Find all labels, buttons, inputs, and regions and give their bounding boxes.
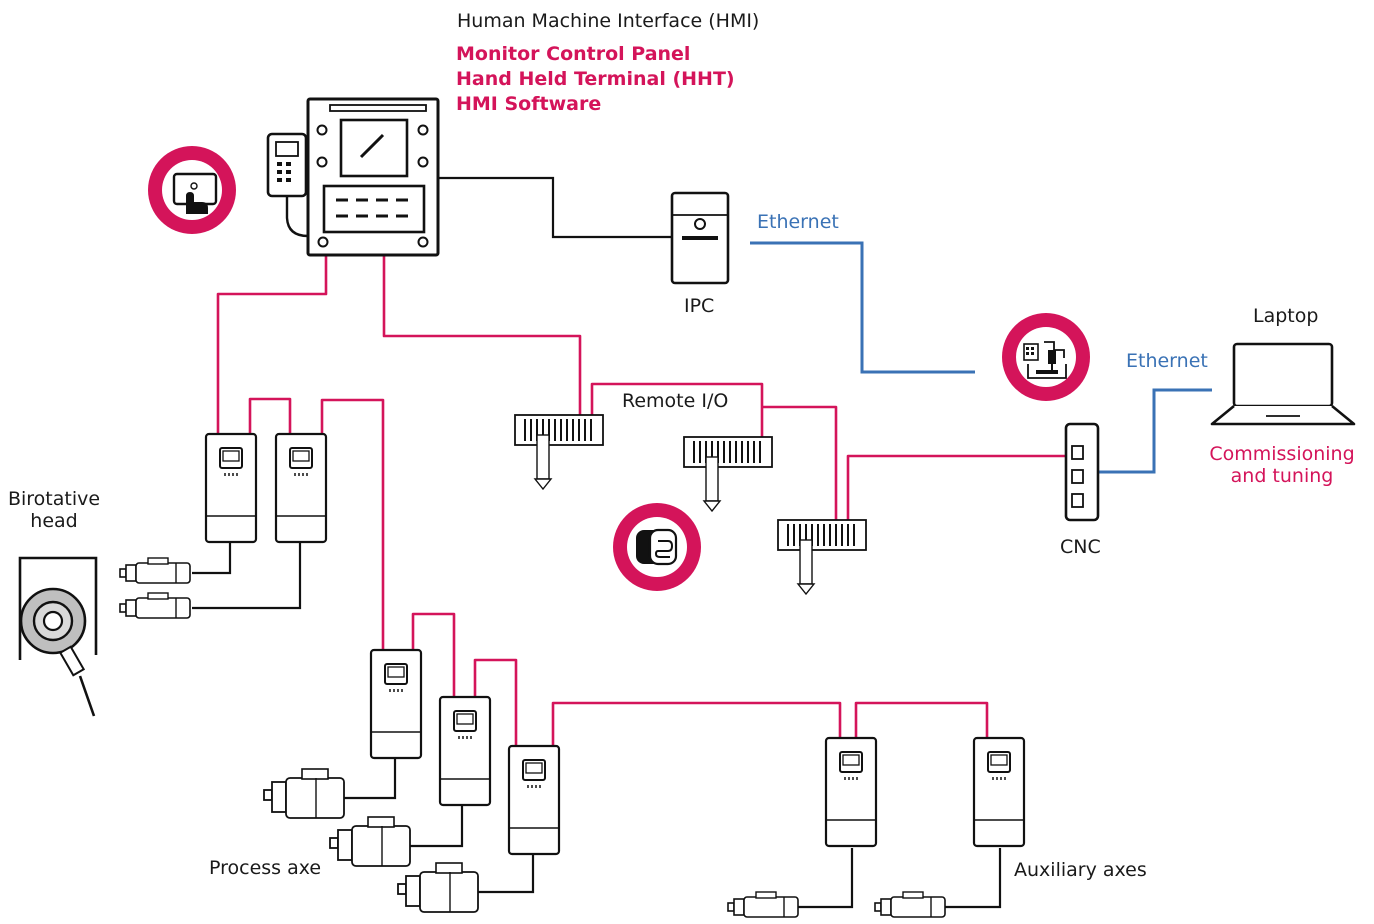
servo-drive-7 xyxy=(972,736,1026,848)
auxiliary-motor-1 xyxy=(727,891,799,918)
hmi-panel xyxy=(306,97,440,257)
commissioning-line-1: Commissioning xyxy=(1209,443,1355,465)
remote-io-module-1 xyxy=(514,414,604,490)
hmi-item-monitor-control-panel: Monitor Control Panel xyxy=(456,43,691,65)
cnc-label: CNC xyxy=(1060,536,1101,558)
cnc-machine-icon xyxy=(1002,313,1090,401)
birotative-line-2: head xyxy=(30,510,78,532)
process-motor-2 xyxy=(329,816,411,867)
laptop-label: Laptop xyxy=(1253,305,1319,327)
ethernet-label-ipc: Ethernet xyxy=(757,211,839,233)
remote-io-module-2 xyxy=(683,436,773,512)
touchscreen-icon xyxy=(148,146,236,234)
ipc-computer xyxy=(670,191,730,285)
fieldbus-wiring xyxy=(216,255,1070,746)
hmi-item-hand-held-terminal: Hand Held Terminal (HHT) xyxy=(456,68,735,90)
servo-drive-1 xyxy=(204,432,258,544)
servo-motor-2 xyxy=(119,592,191,619)
process-motor-1 xyxy=(263,768,345,819)
ethernet-label-laptop: Ethernet xyxy=(1126,350,1208,372)
laptop xyxy=(1210,342,1356,426)
servo-motor-1 xyxy=(119,557,191,584)
ethernet-wiring xyxy=(750,241,1212,474)
servo-drive-3 xyxy=(369,648,423,760)
hand-held-terminal xyxy=(266,132,309,238)
commissioning-label: Commissioning and tuning xyxy=(1206,443,1358,487)
birotative-head xyxy=(18,556,98,717)
cnc-controller xyxy=(1064,422,1100,522)
hmi-title: Human Machine Interface (HMI) xyxy=(457,10,760,32)
hmi-item-hmi-software: HMI Software xyxy=(456,93,602,115)
auxiliary-motor-2 xyxy=(874,891,946,918)
ipc-label: IPC xyxy=(684,295,715,317)
commissioning-line-2: and tuning xyxy=(1230,465,1334,487)
birotative-head-label: Birotative head xyxy=(4,488,104,532)
servo-drive-6 xyxy=(824,736,878,848)
remote-io-label: Remote I/O xyxy=(622,390,729,412)
process-motor-3 xyxy=(397,862,479,913)
motor-cables xyxy=(192,176,1002,909)
auxiliary-axes-label: Auxiliary axes xyxy=(1014,859,1147,881)
birotative-line-1: Birotative xyxy=(7,488,101,510)
process-axe-label: Process axe xyxy=(209,857,322,879)
software-icon xyxy=(613,503,701,591)
servo-drive-4 xyxy=(438,695,492,807)
remote-io-module-3 xyxy=(777,519,867,595)
servo-drive-5 xyxy=(507,744,561,856)
servo-drive-2 xyxy=(274,432,328,544)
